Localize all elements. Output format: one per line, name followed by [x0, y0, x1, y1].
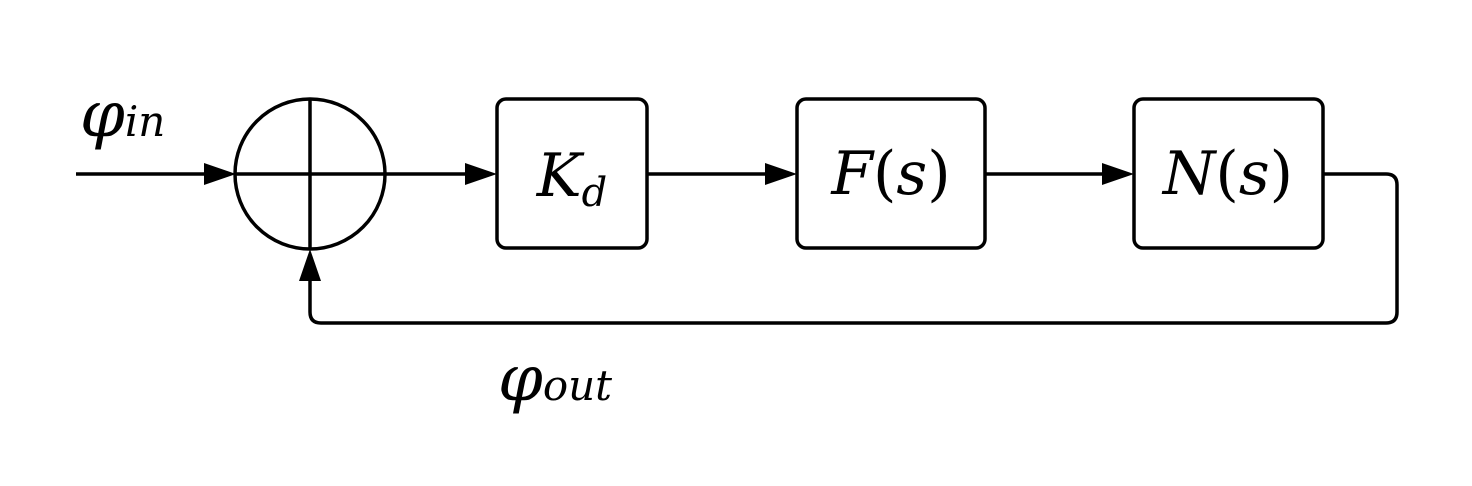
block-filter-main: F	[830, 139, 875, 209]
input-signal-label: φin	[80, 78, 165, 152]
feedback-arrowhead	[299, 249, 321, 281]
summing-junction	[233, 97, 387, 251]
feedback-signal-symbol: φ	[498, 342, 543, 416]
input-arrowhead	[204, 163, 236, 185]
junction-to-kd-arrowhead	[465, 163, 497, 185]
block-filter-open-paren: (	[873, 139, 896, 209]
block-nco-arg: s	[1239, 139, 1270, 209]
block-filter-close-paren: )	[927, 139, 950, 209]
block-kd-main: K	[536, 141, 585, 211]
block-filter-arg: s	[896, 139, 927, 209]
block-nco-close-paren: )	[1270, 139, 1293, 209]
block-kd: Kd	[495, 97, 649, 250]
feedback-signal-subscript: out	[543, 361, 612, 410]
block-filter: F(s)	[795, 97, 987, 250]
block-nco: N(s)	[1132, 97, 1325, 250]
kd-to-filter-arrowhead	[765, 163, 797, 185]
block-nco-label: N(s)	[1161, 139, 1293, 209]
feedback-signal-label: φout	[498, 342, 612, 416]
input-signal-subscript: in	[125, 97, 165, 146]
filter-to-nco-arrowhead	[1102, 163, 1134, 185]
block-nco-open-paren: (	[1215, 139, 1238, 209]
block-kd-label: Kd	[536, 141, 607, 216]
input-signal-symbol: φ	[80, 78, 125, 152]
block-nco-main: N	[1161, 139, 1218, 209]
feedback-wire	[308, 172, 1399, 325]
block-kd-subscript: d	[582, 170, 608, 216]
block-filter-label: F(s)	[830, 139, 950, 209]
